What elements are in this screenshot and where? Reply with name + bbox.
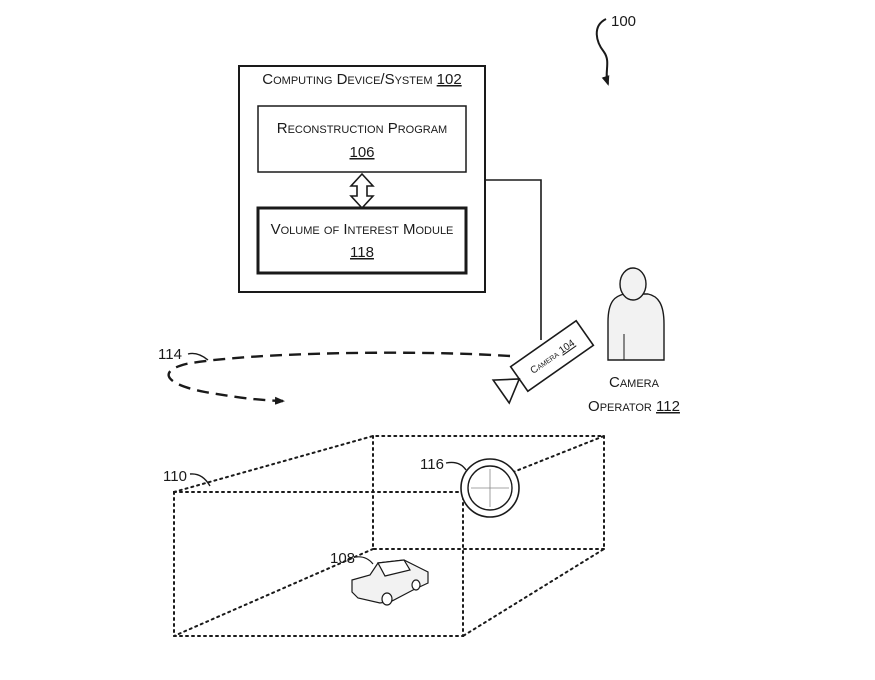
volume-ref-leader xyxy=(189,473,211,487)
operator-label-line1: Camera xyxy=(609,374,660,391)
path-ref-leader xyxy=(187,352,209,361)
voi-module-label: Volume of Interest Module xyxy=(271,221,454,238)
voi-module-ref: 118 xyxy=(350,244,374,261)
computing-device-label: Computing Device/System 102 xyxy=(262,71,461,88)
object-ref-leader xyxy=(355,556,374,565)
target-ref-116: 116 xyxy=(420,456,444,473)
reconstruction-program-ref: 106 xyxy=(349,144,374,161)
car-icon xyxy=(351,559,429,606)
camera-operator-icon xyxy=(607,267,665,361)
computing-device-ref: 102 xyxy=(437,71,462,88)
reconstruction-program-label: Reconstruction Program xyxy=(277,120,447,137)
target-icon xyxy=(460,458,520,518)
reconstruction-program-box xyxy=(257,105,467,173)
computing-device-title: Computing Device/System xyxy=(262,71,432,88)
voi-module-box xyxy=(256,206,468,275)
path-ref-114: 114 xyxy=(158,346,182,363)
operator-title: Operator xyxy=(588,398,652,415)
target-ref-leader xyxy=(445,461,467,471)
camera-icon: Camera 104 xyxy=(491,319,595,405)
operator-label-line2: Operator 112 xyxy=(588,398,680,415)
object-ref-108: 108 xyxy=(330,550,355,567)
operator-ref: 112 xyxy=(656,398,680,415)
figure-ref-100: 100 xyxy=(611,13,636,30)
camera-path xyxy=(167,351,511,405)
camera-connection-line xyxy=(486,179,542,340)
volume-ref-110: 110 xyxy=(163,468,187,485)
figure-ref-leader xyxy=(595,18,610,86)
volume-of-interest-box xyxy=(173,435,605,637)
